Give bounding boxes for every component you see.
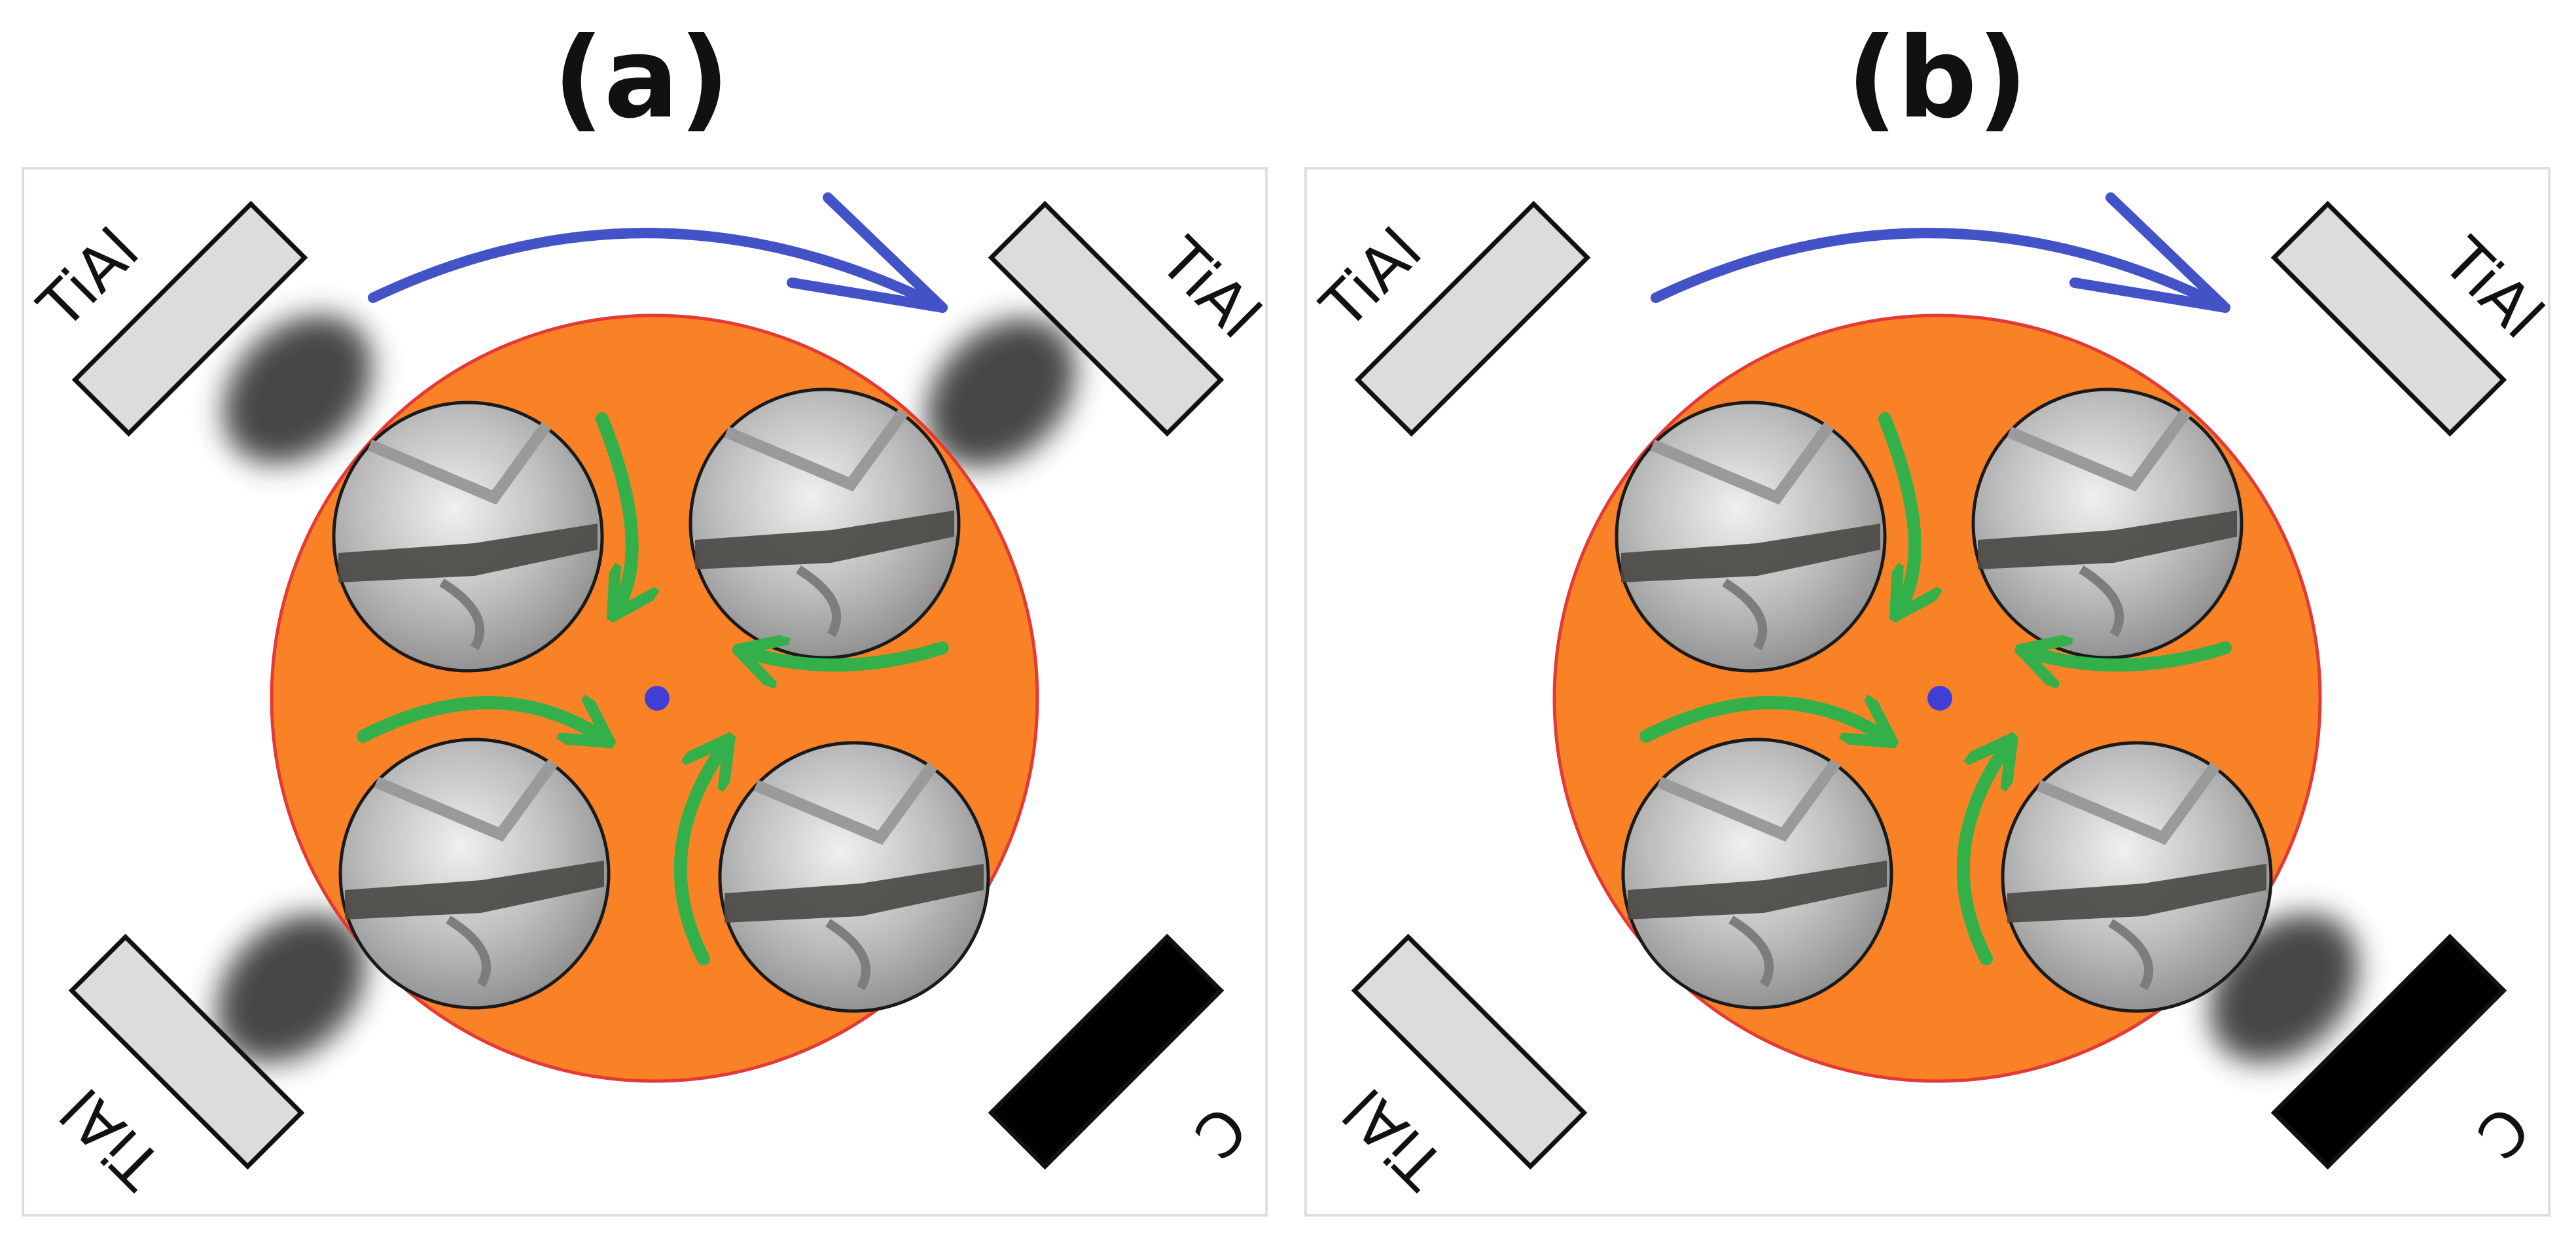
sample-disc	[689, 387, 961, 660]
alloy-target	[71, 200, 308, 437]
planetary-rotation-arrow-4	[673, 743, 726, 965]
insert-edge	[374, 758, 558, 842]
target-top-right	[2270, 200, 2507, 437]
target-bottom-left	[68, 933, 305, 1170]
target-top-right	[988, 200, 1225, 437]
insert-facet	[796, 565, 842, 637]
insert-shank	[345, 861, 604, 919]
plasma-plume-top-right	[927, 318, 1076, 467]
carbon-target	[2270, 933, 2507, 1170]
target-bottom-right	[2270, 933, 2507, 1170]
insert-shank	[724, 864, 984, 923]
target-bottom-right	[988, 933, 1225, 1170]
sample-disc	[1971, 387, 2244, 660]
target-top-left	[1354, 200, 1591, 437]
insert-facet	[825, 919, 871, 991]
carbon-target	[988, 933, 1225, 1170]
sample-disc	[1615, 401, 1887, 673]
planetary-rotation-arrow-4	[1956, 743, 2009, 965]
main-rotation-arrow	[368, 228, 948, 313]
sample-4	[718, 741, 990, 1013]
insert-facet	[439, 579, 485, 651]
planetary-rotation-arrow-2	[743, 648, 949, 665]
alloy-target	[2270, 200, 2507, 437]
target-top-left	[71, 200, 308, 437]
target-bottom-left	[1351, 933, 1588, 1170]
alloy-target	[68, 933, 305, 1170]
insert-facet	[2079, 565, 2124, 637]
sample-disc	[338, 738, 611, 1010]
planetary-rotation-arrow-1	[1878, 412, 1915, 612]
planetary-rotation-arrow-3	[357, 703, 605, 740]
sample-3	[338, 738, 611, 1010]
insert-facet	[1722, 579, 1768, 651]
sample-2	[1971, 387, 2244, 660]
insert-facet	[446, 916, 492, 988]
rotation-center-dot	[645, 686, 670, 711]
sample-4	[2001, 741, 2273, 1013]
plasma-plume-bottom-left	[217, 914, 366, 1063]
planetary-rotation-arrow-2	[2026, 648, 2232, 665]
insert-shank	[695, 510, 954, 569]
main-rotation-arrow	[1651, 228, 2230, 313]
main-rotation-arrowhead	[787, 192, 948, 313]
insert-edge	[367, 421, 552, 505]
main-rotation-arrowhead	[2069, 192, 2230, 313]
sample-disc	[2001, 741, 2273, 1013]
sample-1	[1615, 401, 1887, 673]
alloy-target	[988, 200, 1225, 437]
sample-2	[689, 387, 961, 660]
rotation-center-dot	[1927, 686, 1952, 711]
plasma-plume-top-left	[223, 315, 372, 464]
planetary-rotation-arrow-1	[596, 412, 632, 612]
insert-edge	[1656, 758, 1841, 842]
sample-disc	[332, 401, 604, 673]
sample-3	[1621, 738, 1893, 1010]
insert-edge	[2007, 408, 2191, 492]
insert-shank	[1621, 524, 1880, 582]
insert-shank	[1628, 861, 1887, 919]
sample-disc	[1621, 738, 1893, 1010]
insert-facet	[1728, 916, 1774, 988]
insert-edge	[724, 408, 908, 492]
insert-edge	[2036, 762, 2221, 846]
sample-disc	[718, 741, 990, 1013]
alloy-target	[1351, 933, 1588, 1170]
insert-shank	[338, 524, 598, 582]
sample-1	[332, 401, 604, 673]
insert-shank	[1978, 510, 2237, 569]
insert-edge	[1650, 421, 1834, 505]
insert-shank	[2007, 864, 2266, 923]
panel-a-title: (a)	[552, 14, 730, 143]
panel-b-title: (b)	[1846, 14, 2028, 143]
alloy-target	[1354, 200, 1591, 437]
planetary-rotation-arrow-3	[1639, 703, 1888, 740]
insert-facet	[2108, 919, 2154, 991]
insert-edge	[753, 762, 938, 846]
